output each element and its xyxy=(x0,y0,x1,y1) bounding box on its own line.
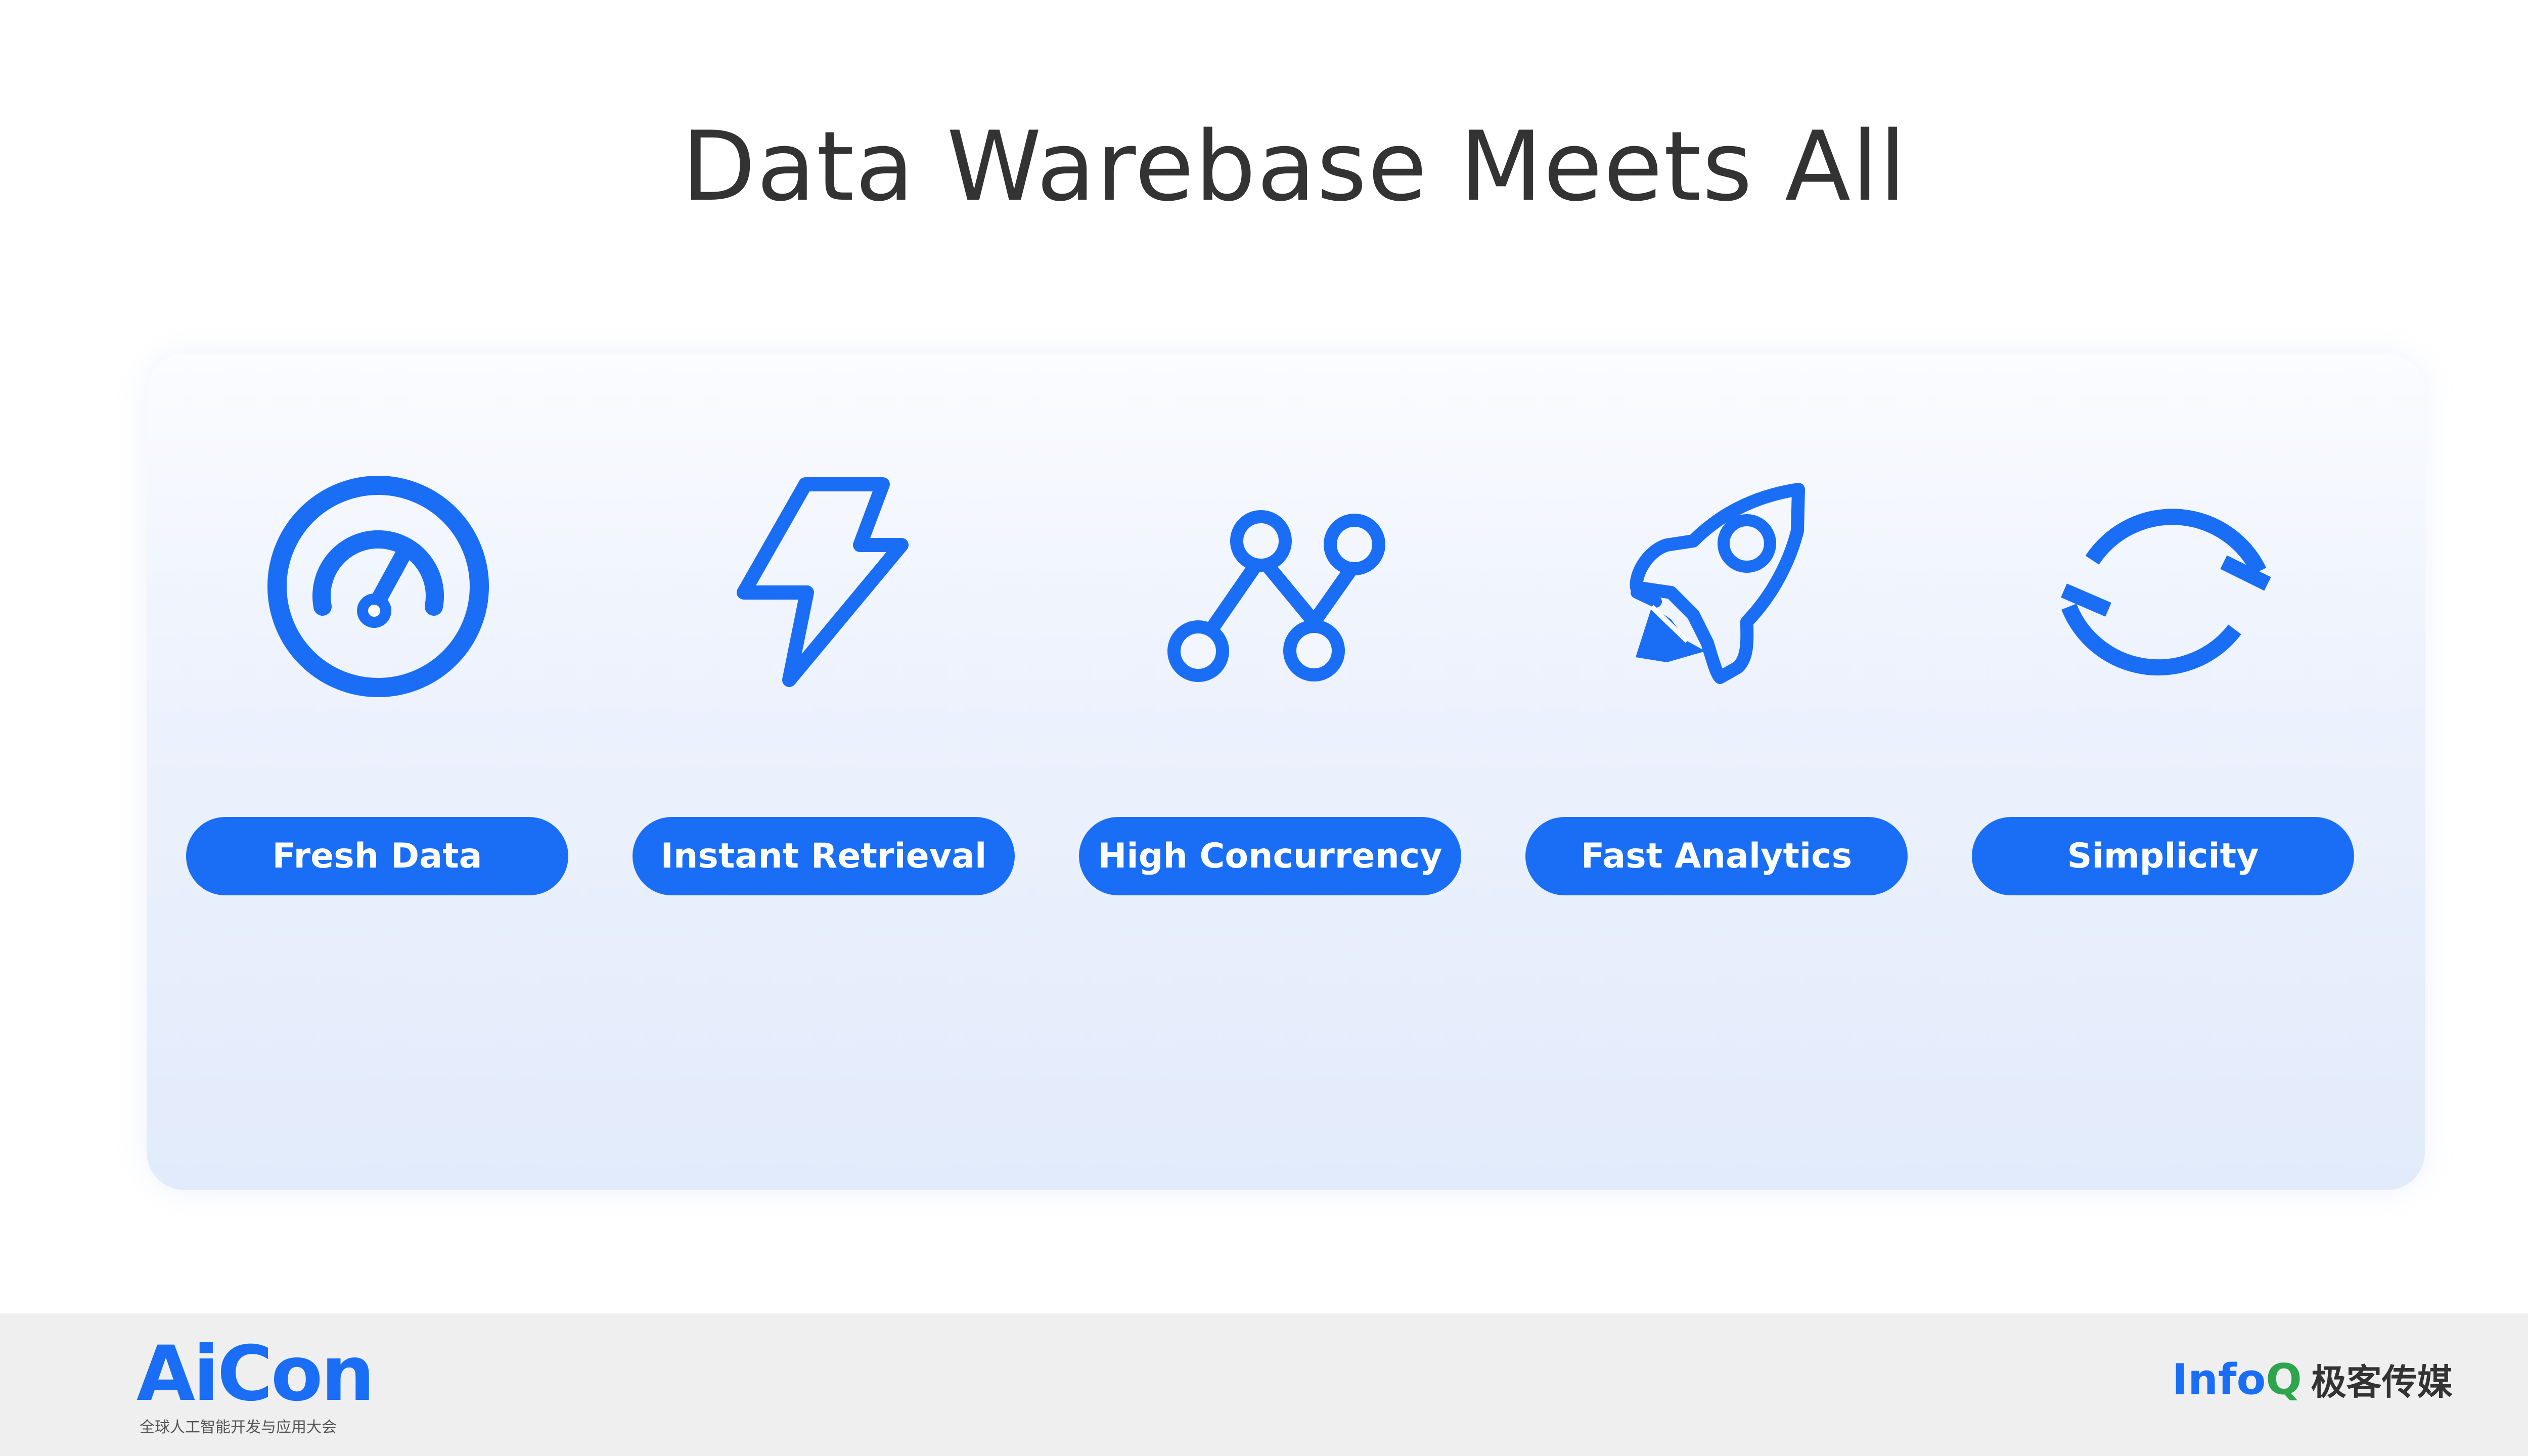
gauge-icon xyxy=(247,455,510,718)
rocket-icon xyxy=(1586,455,1849,718)
feature-fresh-data: Fresh Data xyxy=(186,354,570,1190)
infoq-q-letter: Q xyxy=(2266,1354,2302,1404)
lightning-icon xyxy=(693,455,956,718)
graph-nodes-icon xyxy=(1140,455,1403,718)
fresh-data-button[interactable]: Fresh Data xyxy=(186,817,568,895)
high-concurrency-button[interactable]: High Concurrency xyxy=(1079,817,1461,895)
feature-simplicity: Simplicity xyxy=(1972,354,2356,1190)
aicon-logo: AiCon 全球人工智能开发与应用大会 xyxy=(137,1334,375,1436)
infoq-wordmark: Info xyxy=(2172,1354,2266,1404)
refresh-icon xyxy=(2033,455,2295,718)
feature-instant-retrieval: Instant Retrieval xyxy=(633,354,1017,1190)
aicon-wordmark: AiCon xyxy=(137,1330,375,1418)
features-panel: Fresh Data Instant Retrieval xyxy=(147,354,2425,1190)
slide-title: Data Warebase Meets All xyxy=(682,111,1907,222)
simplicity-button[interactable]: Simplicity xyxy=(1972,817,2354,895)
fast-analytics-button[interactable]: Fast Analytics xyxy=(1525,817,1908,895)
feature-fast-analytics: Fast Analytics xyxy=(1525,354,1910,1190)
instant-retrieval-button[interactable]: Instant Retrieval xyxy=(633,817,1015,895)
aicon-subtitle: 全球人工智能开发与应用大会 xyxy=(140,1419,337,1436)
infoq-chinese-name: 极客传媒 xyxy=(2311,1361,2453,1403)
feature-high-concurrency: High Concurrency xyxy=(1079,354,1463,1190)
